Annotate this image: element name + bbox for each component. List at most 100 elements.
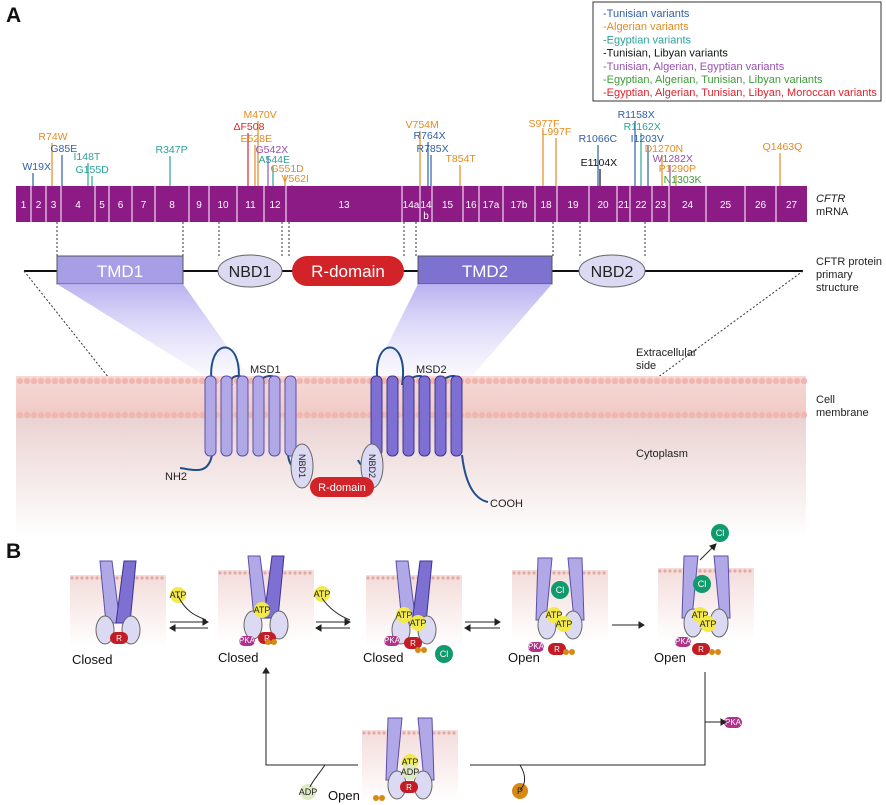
exon-label: 22 [635,200,647,211]
msd1-label: MSD1 [250,364,281,376]
atp-badge: ATP [170,590,187,600]
state-label: Open [328,788,360,803]
variant-label: G542X [256,144,289,156]
variant-label: ΔF508 [234,121,265,133]
variant-label: W1282X [653,153,693,165]
state-label: Open [508,650,540,665]
exon-label: 10 [217,200,229,211]
variant-label: G85E [50,143,77,155]
helix [204,375,217,457]
nbd1-domain [290,443,314,489]
exon-label: 2 [36,200,42,211]
state-label: Closed [72,652,112,667]
nbd1-label: NBD1 [229,264,272,281]
exon-label: 4 [75,200,81,211]
protein-label-3: structure [816,282,859,294]
phosphate-badge: P [517,786,523,796]
pka-badge: PKA [528,642,545,651]
r-badge: R [116,634,122,643]
cell-membrane-label-1: Cell [816,394,835,406]
legend-item: -Egyptian, Algerian, Tunisian, Libyan va… [603,74,823,86]
variant-label: S977F [529,118,560,130]
r-badge: R [410,639,416,648]
variant-label: V562I [282,173,309,185]
tmd1-label: TMD1 [97,262,143,281]
state-label: Closed [218,650,258,665]
exon-label: 27 [786,200,798,211]
pka-badge: PKA [384,636,401,645]
tmd1-box [56,255,184,285]
tmd2-box [417,255,553,285]
rdomain-membrane [310,477,374,497]
variant-label: Q1463Q [763,141,803,153]
exon-label: 5 [99,200,105,211]
atp-badge: ATP [692,610,709,620]
exon-label: 9 [196,200,202,211]
atp-badge: ATP [402,757,419,767]
exon-label: 18 [540,200,552,211]
exon-label: 17a [483,200,500,211]
nbd2-label: NBD2 [591,264,634,281]
cl-badge: Cl [716,528,725,538]
exon-label: 12 [269,200,281,211]
r-badge: R [406,783,412,792]
exon-label: 17b [511,200,528,211]
exon-label: 19 [567,200,579,211]
tmd1-projection [57,284,248,376]
state-label: Open [654,650,686,665]
cell-membrane-label-2: membrane [816,407,869,419]
variant-markers: W19XR74WG85EI148TG155DR347PM470VΔF508E52… [22,109,802,186]
nh2-label: NH2 [165,471,187,483]
helix [284,375,297,457]
nbd1-domain-label: NBD1 [297,454,307,478]
variant-label: R1158X [618,109,655,121]
atp-badge: ATP [396,610,413,620]
exon-label: 20 [597,200,609,211]
r-badge: R [264,634,270,643]
variant-label: G551D [271,163,305,175]
exon-label: 11 [245,200,256,211]
atp-badge: ATP [556,619,573,629]
rdomain-membrane-label: R-domain [318,482,366,494]
variant-label: L997F [542,126,572,138]
variant-label: N1303K [664,174,702,186]
variant-label: R1066C [579,133,618,145]
cl-badge: Cl [556,585,565,595]
exon-domain-mapping [56,222,646,256]
helix [386,375,399,457]
exon-label: 7 [141,200,147,211]
exon-label: 14a [403,200,420,211]
variant-label: D1270N [645,143,684,155]
exon-label: 3 [51,200,57,211]
protein-label-1: CFTR protein [816,256,882,268]
helix [434,375,447,457]
state-label: Closed [363,650,403,665]
variant-label: A544E [259,154,291,166]
exon-label: 23 [655,200,667,211]
atp-badge: ATP [546,610,563,620]
variant-label: E528E [241,133,273,145]
nbd1-oval [217,254,283,288]
exon-label: 24 [682,200,694,211]
legend-item: -Tunisian, Algerian, Egyptian variants [603,61,785,73]
pka-badge: PKA [725,718,742,727]
msd2-label: MSD2 [416,364,447,376]
mrna-subtitle: mRNA [816,206,849,218]
atp-badge: ATP [700,619,717,629]
variant-label: M470V [244,109,277,121]
helix [236,375,249,457]
exon-label: 26 [755,200,767,211]
variant-label: R1162X [624,121,661,133]
state-arrows [169,543,727,791]
legend: -Tunisian variants-Algerian variants-Egy… [592,1,882,102]
variant-label: I1203V [631,133,664,145]
atp-badge: ATP [254,605,271,615]
exon-label: 21 [618,200,630,211]
cl-badge: Cl [698,579,707,589]
adp-badge: ADP [401,767,420,777]
atp-badge: ATP [314,589,331,599]
variant-label: T854T [446,153,477,165]
extracellular-label-2: side [636,360,656,372]
pka-badge: PKA [675,637,692,646]
